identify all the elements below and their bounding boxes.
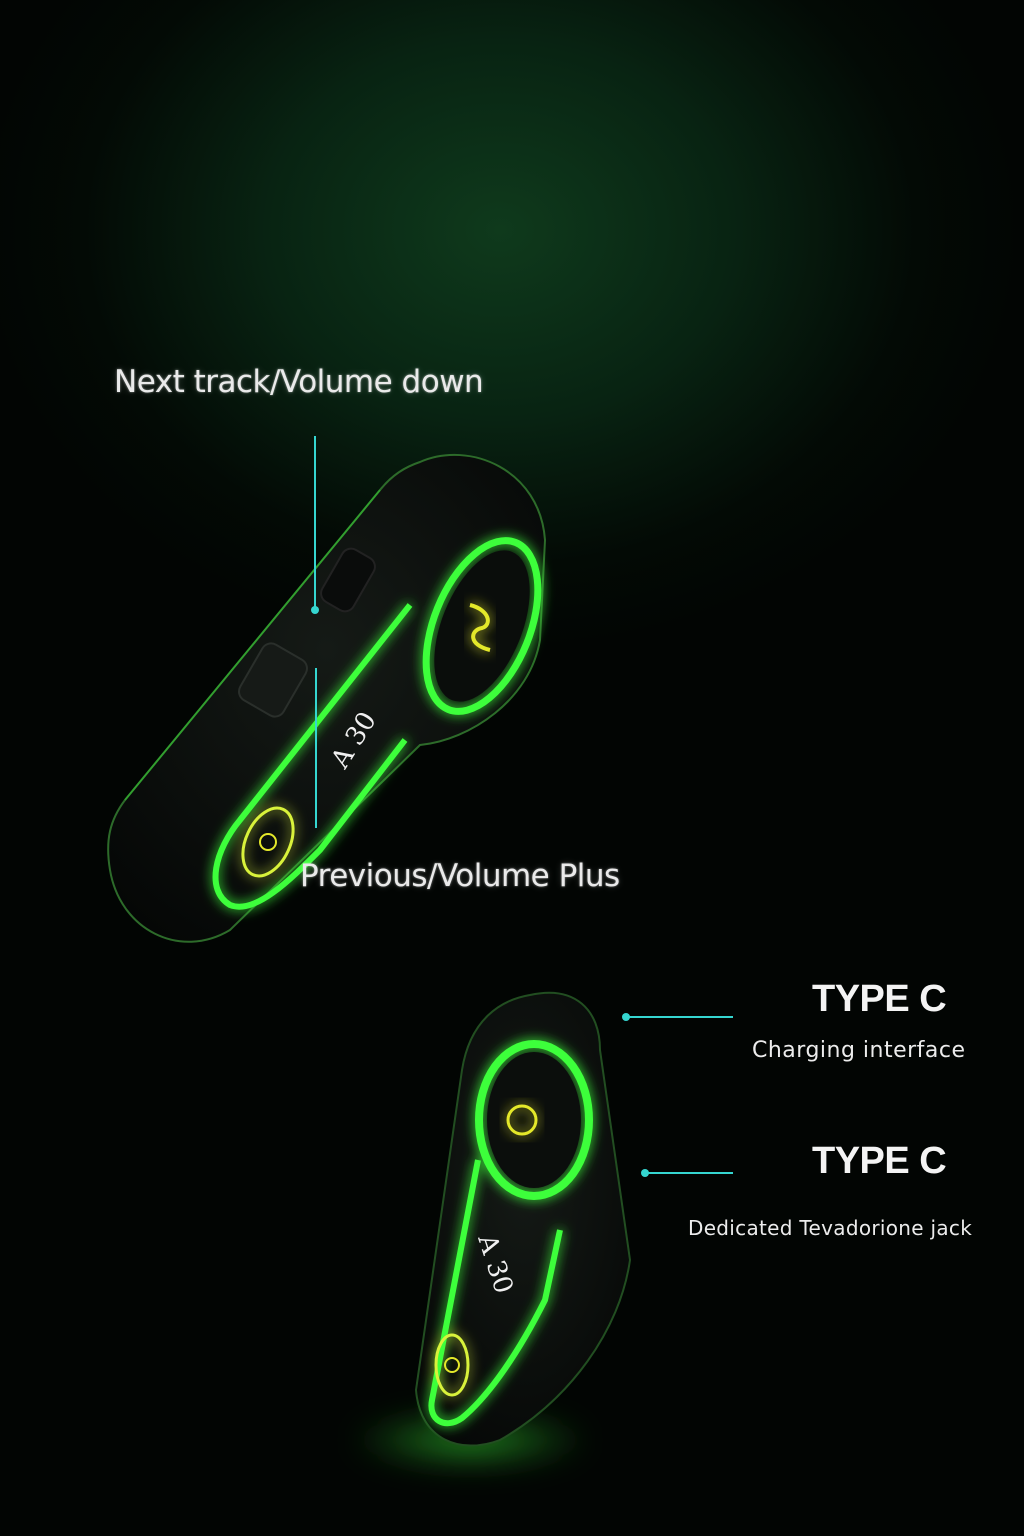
previous-track-label: Previous/Volume Plus: [300, 858, 620, 894]
charging-port-title: TYPE C: [812, 978, 947, 1020]
previous-track-button[interactable]: [235, 640, 310, 720]
small-ring-icon-bottom: [444, 1357, 460, 1373]
power-icon: [259, 833, 277, 851]
next-track-label: Next track/Volume down: [114, 364, 484, 400]
callout-dot-jack: [641, 1169, 649, 1177]
callout-dot-top: [311, 606, 319, 614]
charging-port-subtitle: Charging interface: [752, 1038, 966, 1063]
callout-dot-charging: [622, 1013, 630, 1021]
next-track-button[interactable]: [317, 545, 378, 615]
callout-lines-bottom: [626, 1016, 733, 1174]
power-icon-bottom: [506, 1104, 538, 1136]
callout-lines-top: [314, 436, 317, 828]
device-bottom: A 30: [414, 991, 632, 1447]
jack-port-subtitle: Dedicated Tevadorione jack: [688, 1216, 973, 1240]
jack-port-title: TYPE C: [812, 1140, 947, 1182]
infinity-icon: [469, 603, 491, 652]
device-top: A 30: [107, 453, 547, 943]
